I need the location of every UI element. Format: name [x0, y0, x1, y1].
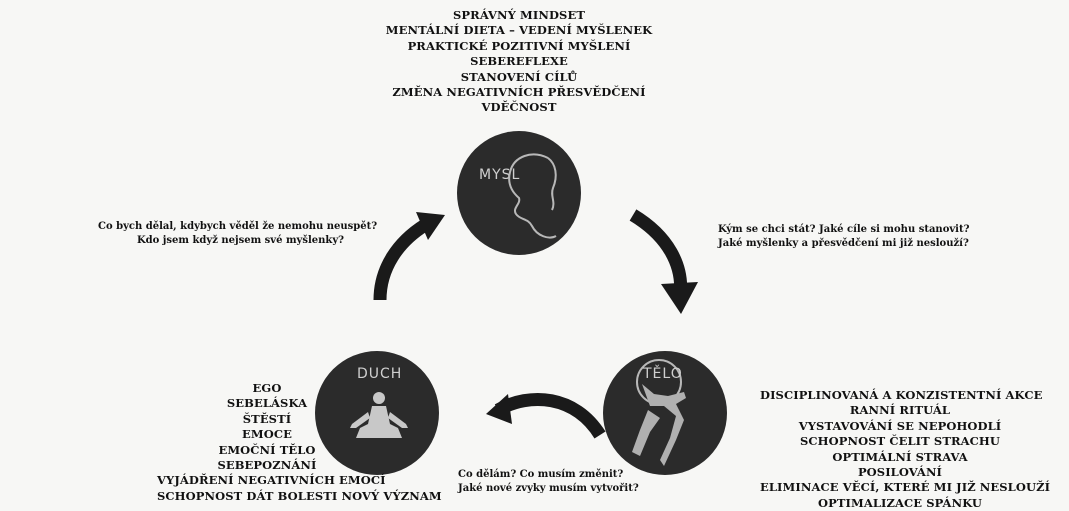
question-mysl-telo: Kým se chci stát? Jaké cíle si mohu stan… — [718, 223, 969, 250]
duch-item: SEBELÁSKA — [226, 396, 308, 411]
duch-item: EGO — [252, 381, 282, 395]
telo-item: ELIMINACE VĚCÍ, KTERÉ MI JIŽ NESLOUŽÍ — [760, 480, 1051, 495]
duch-node: DUCH — [315, 351, 439, 475]
telo-item: RANNÍ RITUÁL — [849, 403, 951, 418]
arrow-duch-to-mysl — [373, 212, 445, 301]
duch-item: SEBEPOZNÁNÍ — [217, 458, 317, 473]
duch-item: EMOCE — [242, 427, 292, 442]
mysl-circle — [457, 131, 581, 255]
telo-node: TĚLO — [603, 351, 727, 475]
meditating-figure-icon — [350, 392, 408, 438]
mysl-label: MYSL — [479, 167, 520, 183]
mysl-item: SEBEREFLEXE — [470, 54, 568, 69]
mysl-item: PRAKTICKÉ POZITIVNÍ MYŠLENÍ — [407, 38, 631, 53]
telo-item: VYSTAVOVÁNÍ SE NEPOHODLÍ — [798, 418, 1002, 433]
atlas-figure-icon — [632, 384, 686, 466]
arrow-telo-to-duch — [486, 393, 606, 439]
mysl-item: STANOVENÍ CÍLŮ — [460, 69, 578, 84]
mysl-item: SPRÁVNÝ MINDSET — [453, 8, 585, 22]
question-telo-duch: Co dělám? Co musím změnit? Jaké nové zvy… — [458, 468, 639, 495]
question-line: Kdo jsem když nejsem své myšlenky? — [136, 234, 344, 246]
telo-item: DISCIPLINOVANÁ A KONZISTENTNÍ AKCE — [760, 388, 1043, 402]
head-profile-icon — [508, 153, 557, 239]
question-line: Co dělám? Co musím změnit? — [458, 469, 624, 480]
mysl-items-list: SPRÁVNÝ MINDSET MENTÁLNÍ DIETA – VEDENÍ … — [384, 8, 654, 116]
telo-item: OPTIMALIZACE SPÁNKU — [817, 495, 983, 510]
mysl-node: MYSL — [457, 131, 581, 255]
mysl-item: ZMĚNA NEGATIVNÍCH PŘESVĚDČENÍ — [392, 85, 646, 100]
question-line: Co bych dělal, kdybych věděl že nemohu n… — [98, 221, 378, 232]
telo-item: POSILOVÁNÍ — [857, 465, 943, 480]
question-line: Kým se chci stát? Jaké cíle si mohu stan… — [718, 224, 970, 235]
duch-item: ŠTĚSTÍ — [242, 411, 292, 426]
duch-item: VYJÁDŘENÍ NEGATIVNÍCH EMOCÍ — [157, 473, 386, 488]
question-line: Jaké myšlenky a přesvědčení mi již neslo… — [718, 237, 969, 249]
duch-item: EMOČNÍ TĚLO — [218, 442, 316, 457]
telo-item: OPTIMÁLNÍ STRAVA — [832, 449, 968, 464]
question-duch-mysl: Co bych dělal, kdybych věděl že nemohu n… — [98, 220, 378, 247]
telo-label: TĚLO — [642, 365, 683, 382]
telo-item: SCHOPNOST ČELIT STRACHU — [799, 434, 1001, 449]
duch-item: SCHOPNOST DÁT BOLESTI NOVÝ VÝZNAM — [157, 488, 442, 503]
question-line: Jaké nové zvyky musím vytvořit? — [458, 482, 639, 494]
arrow-mysl-to-telo — [629, 209, 698, 314]
duch-label: DUCH — [357, 366, 402, 382]
telo-items-list: DISCIPLINOVANÁ A KONZISTENTNÍ AKCE RANNÍ… — [760, 388, 1051, 511]
mysl-item: VDĚČNOST — [481, 100, 557, 115]
duch-items-list: EGO SEBELÁSKA ŠTĚSTÍ EMOCE EMOČNÍ TĚLO S… — [157, 381, 442, 504]
telo-circle — [603, 351, 727, 475]
mysl-item: MENTÁLNÍ DIETA – VEDENÍ MYŠLENEK — [385, 23, 653, 38]
